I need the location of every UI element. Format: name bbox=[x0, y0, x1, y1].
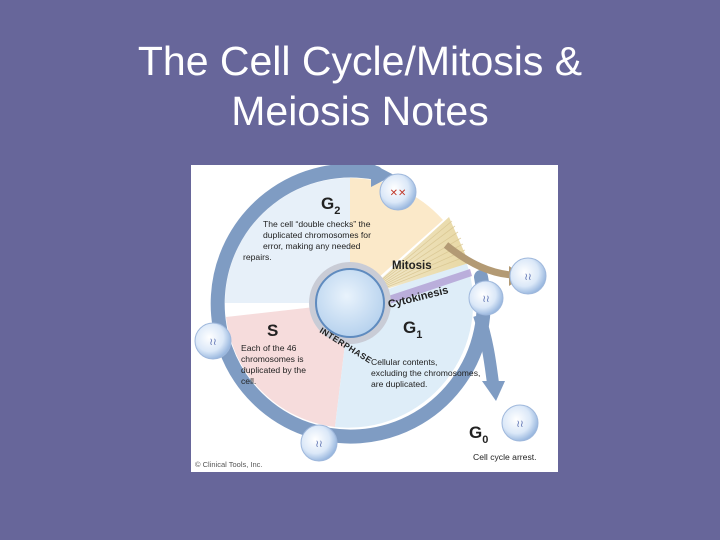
left-upper-sector bbox=[225, 178, 350, 303]
s-description: Each of the 46 chromosomes is duplicated… bbox=[241, 343, 308, 386]
cycle-arrow-ring bbox=[210, 165, 491, 444]
title-line-2: Meiosis Notes bbox=[231, 88, 489, 134]
g0-branch-arrow bbox=[473, 313, 499, 384]
slide-title: The Cell Cycle/Mitosis & Meiosis Notes bbox=[0, 36, 720, 136]
mitosis-label: Mitosis bbox=[392, 260, 432, 272]
copyright-text: © Clinical Tools, Inc. bbox=[195, 460, 263, 469]
cell-right-lower: ≀≀ bbox=[468, 280, 504, 316]
cytokinesis-band bbox=[367, 269, 472, 311]
cell-right-upper: ≀≀ bbox=[509, 257, 547, 295]
g2-label: G2 bbox=[321, 194, 340, 217]
svg-text:✕✕: ✕✕ bbox=[390, 188, 407, 199]
central-nucleus bbox=[315, 268, 385, 338]
g0-branch-arrow-head bbox=[482, 381, 505, 401]
g0-label: G0 bbox=[469, 423, 488, 446]
title-line-1: The Cell Cycle/Mitosis & bbox=[137, 38, 583, 84]
s-sector bbox=[226, 303, 350, 427]
g1-label: G1 bbox=[403, 318, 422, 341]
cell-cycle-svg: ✕✕ ≀≀ ≀≀ ≀≀ ≀≀ ≀≀ G2 The cell “double ch… bbox=[194, 165, 547, 469]
g0-description: Cell cycle arrest. bbox=[473, 452, 537, 462]
svg-text:≀≀: ≀≀ bbox=[315, 439, 323, 450]
cell-cycle-diagram: ✕✕ ≀≀ ≀≀ ≀≀ ≀≀ ≀≀ G2 The cell “double ch… bbox=[191, 165, 558, 472]
svg-text:≀≀: ≀≀ bbox=[209, 337, 217, 348]
cell-top: ✕✕ bbox=[379, 173, 417, 211]
g2-description: The cell “double checks” the duplicated … bbox=[243, 219, 373, 262]
svg-text:≀≀: ≀≀ bbox=[482, 294, 490, 305]
mitosis-exit-arrow bbox=[443, 242, 512, 279]
svg-text:≀≀: ≀≀ bbox=[524, 272, 532, 283]
cycle-arrow-head bbox=[371, 165, 394, 187]
g1-description: Cellular contents, excluding the chromos… bbox=[371, 357, 483, 389]
svg-text:≀≀: ≀≀ bbox=[516, 419, 524, 430]
s-label: S bbox=[267, 321, 278, 340]
cell-g0: ≀≀ bbox=[501, 404, 539, 442]
cell-bottom: ≀≀ bbox=[300, 424, 338, 462]
cell-left: ≀≀ bbox=[194, 322, 232, 360]
